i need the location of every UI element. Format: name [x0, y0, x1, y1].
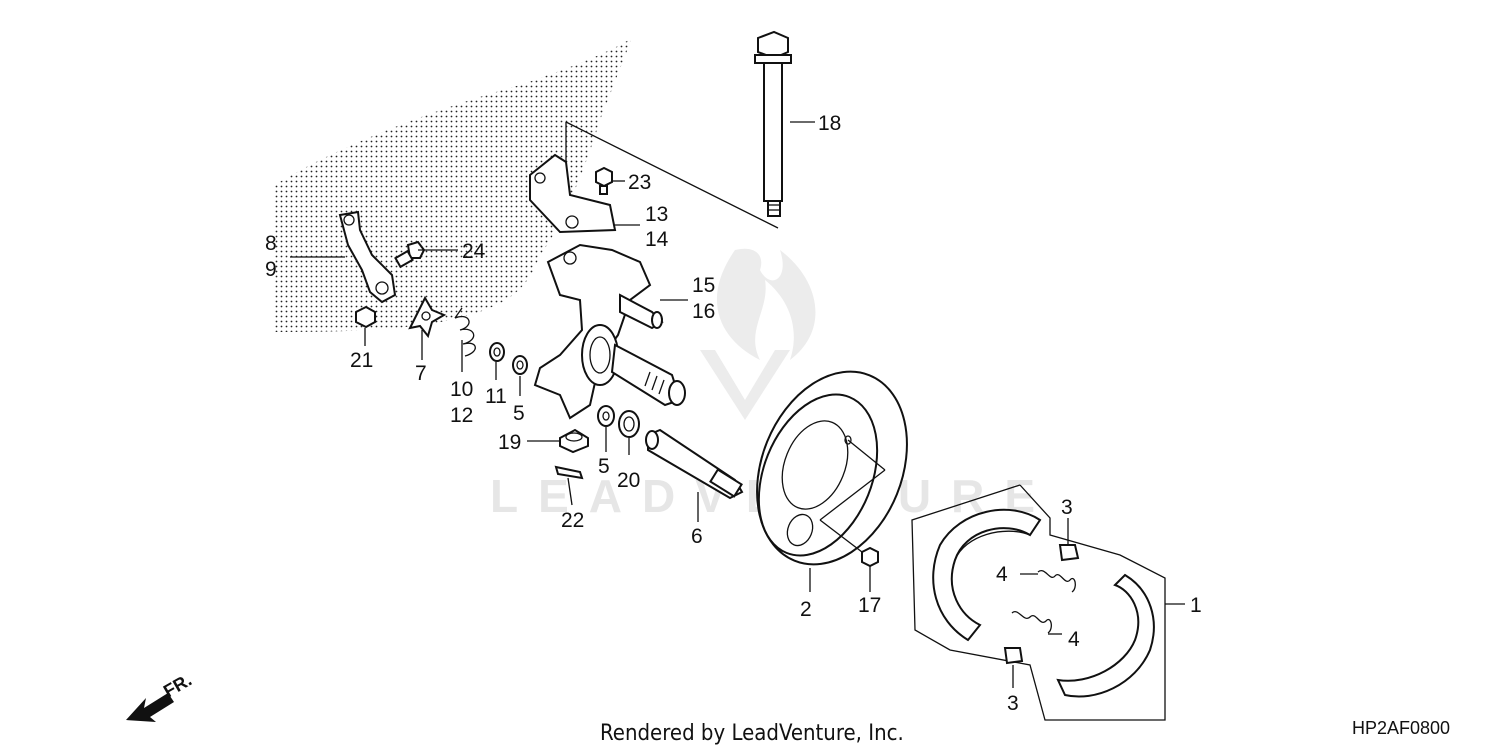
brake-panel-2	[756, 370, 908, 566]
callout-1: 1	[1190, 594, 1202, 617]
diagram-code: HP2AF0800	[1352, 718, 1450, 738]
callout-5-upper: 5	[513, 402, 525, 425]
callout-15: 15	[692, 274, 715, 297]
washer-5-upper	[512, 355, 528, 375]
callout-3-lower: 3	[1007, 692, 1019, 715]
callout-20: 20	[617, 469, 640, 492]
callout-8: 8	[265, 232, 277, 255]
spring-10-12	[454, 307, 476, 357]
bolt-23	[595, 166, 613, 195]
callout-4-upper: 4	[996, 563, 1008, 586]
bracket-13-14	[529, 153, 617, 234]
arm-8-9	[338, 210, 397, 304]
knuckle-15-16	[533, 243, 686, 420]
callout-23: 23	[628, 171, 651, 194]
callout-9: 9	[265, 258, 277, 281]
washer-11	[489, 342, 505, 362]
callout-5-lower: 5	[598, 455, 610, 478]
callout-21: 21	[350, 349, 373, 372]
front-direction-indicator: FR.	[126, 670, 195, 722]
callout-19: 19	[498, 431, 521, 454]
callout-4-lower: 4	[1068, 628, 1080, 651]
callout-11: 11	[485, 385, 507, 408]
callout-16: 16	[692, 300, 715, 323]
shaft-6	[645, 428, 744, 500]
footer-credit: Rendered by LeadVenture, Inc.	[600, 721, 904, 746]
callout-22: 22	[561, 509, 584, 532]
leader-lines	[290, 121, 1185, 688]
callout-7: 7	[415, 362, 427, 385]
brake-shoe-group	[911, 484, 1166, 721]
bolt-24	[394, 240, 426, 269]
callout-3-upper: 3	[1061, 496, 1073, 519]
nut-21	[355, 305, 376, 329]
front-arrow-icon	[126, 693, 174, 722]
callout-17: 17	[858, 594, 881, 617]
callout-24: 24	[462, 240, 486, 263]
bolt-18	[754, 30, 792, 217]
nut-19	[559, 428, 589, 454]
callout-14: 14	[645, 228, 669, 251]
callout-6: 6	[691, 525, 703, 548]
seal-20	[618, 410, 640, 438]
callout-2: 2	[800, 598, 812, 621]
callout-labels: 1 2 3 3 4 4 5 5 6 7 8 9 10 11 12 13 14 1…	[265, 112, 1202, 715]
axis-line-17	[819, 519, 863, 553]
callout-13: 13	[645, 203, 668, 226]
bolt-17	[861, 546, 879, 568]
plate-7	[408, 295, 447, 339]
callout-12: 12	[450, 404, 473, 427]
washer-5-lower	[597, 405, 615, 427]
axis-line-18	[565, 121, 779, 229]
callout-10: 10	[450, 378, 473, 401]
callout-18: 18	[818, 112, 841, 135]
pin-22	[554, 465, 584, 480]
